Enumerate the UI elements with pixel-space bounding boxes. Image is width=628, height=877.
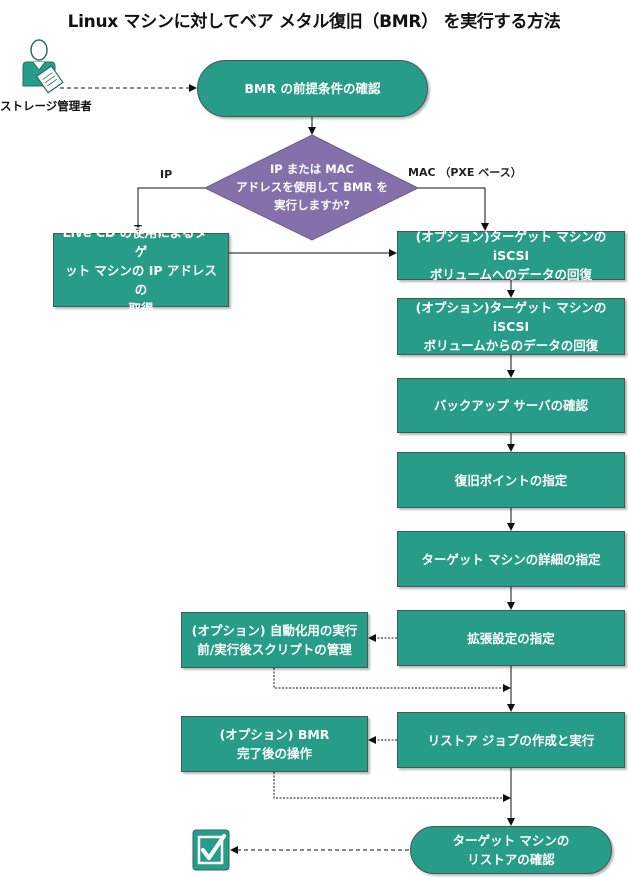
edge-scripts-return (273, 668, 511, 692)
actor-label: ストレージ管理者 (0, 99, 92, 113)
decision-diamond (203, 134, 420, 241)
node-recovery-point[interactable]: 復旧ポイントの指定 (397, 452, 625, 508)
node-verify-restore[interactable]: ターゲット マシンの リストアの確認 (410, 826, 612, 874)
node-backup-server[interactable]: バックアップ サーバの確認 (397, 378, 625, 433)
node-ip-address[interactable]: Live CD の使用によるターゲ ット マシンの IP アドレスの 取得 (53, 225, 229, 316)
edge-post-return (273, 772, 511, 802)
node-target-details[interactable]: ターゲット マシンの詳細の指定 (397, 531, 625, 587)
node-restore-job[interactable]: リストア ジョブの作成と実行 (397, 712, 625, 768)
node-iscsi-from[interactable]: (オプション)ターゲット マシンの iSCSI ボリュームからのデータの回復 (397, 298, 625, 355)
node-scripts[interactable]: (オプション) 自動化用の実行 前/実行後スクリプトの管理 (181, 612, 368, 668)
decision-text: IP または MAC アドレスを使用して BMR を 実行しますか? (236, 162, 388, 212)
edge-decision-mac (418, 187, 489, 231)
edge-label-mac: MAC （PXE ベース） (408, 166, 522, 179)
node-advanced-settings[interactable]: 拡張設定の指定 (397, 610, 625, 666)
storage-admin-icon (22, 39, 64, 94)
node-iscsi-to[interactable]: (オプション)ターゲット マシンの iSCSI ボリュームへのデータの回復 (397, 229, 625, 282)
edge-decision-ip (134, 187, 205, 233)
checkbox-checked-icon (192, 829, 230, 871)
diagram-title: Linux マシンに対してベア メタル復旧（BMR） を実行する方法 (67, 12, 561, 32)
edge-label-ip: IP (160, 168, 173, 181)
node-post-bmr[interactable]: (オプション) BMR 完了後の操作 (181, 716, 368, 772)
node-start-prerequisites[interactable]: BMR の前提条件の確認 (197, 60, 428, 117)
